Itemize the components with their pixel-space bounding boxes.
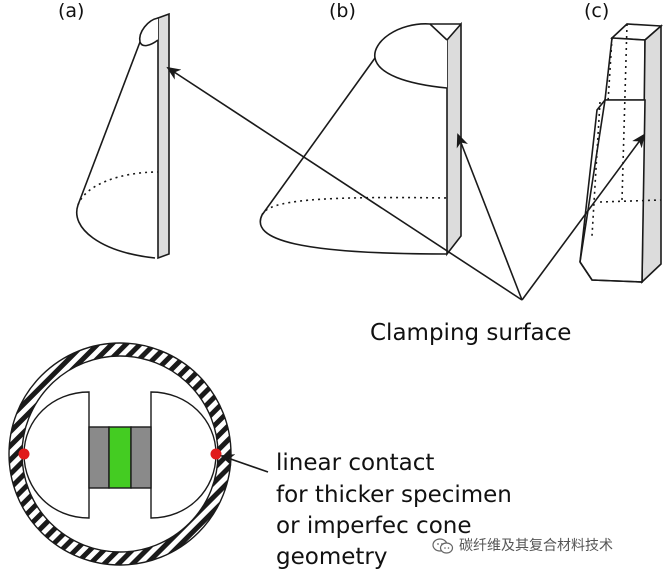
specimen-core [108,426,132,489]
bottom-edge-c [579,261,643,283]
bottom-arc-a [75,204,156,259]
panel-label-a: (a) [58,0,85,22]
cross-section [8,342,269,566]
panel-label-b: (b) [329,0,356,22]
wechat-logo-icon [432,538,454,554]
clamping-face-a [157,12,170,260]
bottom-arc-b [259,214,448,255]
lower-face-c [579,99,646,283]
hidden-edge-c2 [591,101,601,237]
hidden-edge-c3 [599,199,662,203]
hidden-arc-a [77,171,159,206]
specimen-a [75,12,170,260]
contact-point-left [18,448,30,460]
specimen-b [259,21,462,257]
arrow-to-c [521,133,646,301]
callout-arrows [166,66,646,301]
contact-note-line-3: or imperfec cone [276,513,472,539]
contact-note-line-4: geometry [276,544,388,570]
specimen-outer-left [88,426,110,489]
contact-note-line-2: for thicker specimen [276,482,512,508]
watermark: 碳纤维及其复合材料技术 [432,538,613,554]
clamping-face-b [446,21,462,257]
hidden-arc-b [261,196,448,216]
panel-label-c: (c) [584,0,610,22]
contact-arrow [220,454,269,473]
cone-left-edge-b [261,57,376,216]
specimen-c [579,23,663,284]
cone-left-edge-a [77,41,141,206]
clamping-surface-label: Clamping surface [370,320,572,346]
top-cap-a [138,17,159,47]
contact-point-right [210,448,222,460]
edge-c [579,99,606,263]
top-cap-b [374,23,448,89]
arrow-to-a [166,66,523,301]
arrow-to-b [456,133,523,301]
specimen-outer-right [130,426,152,489]
watermark-text: 碳纤维及其复合材料技术 [459,538,613,554]
contact-note-line-1: linear contact [276,450,435,476]
